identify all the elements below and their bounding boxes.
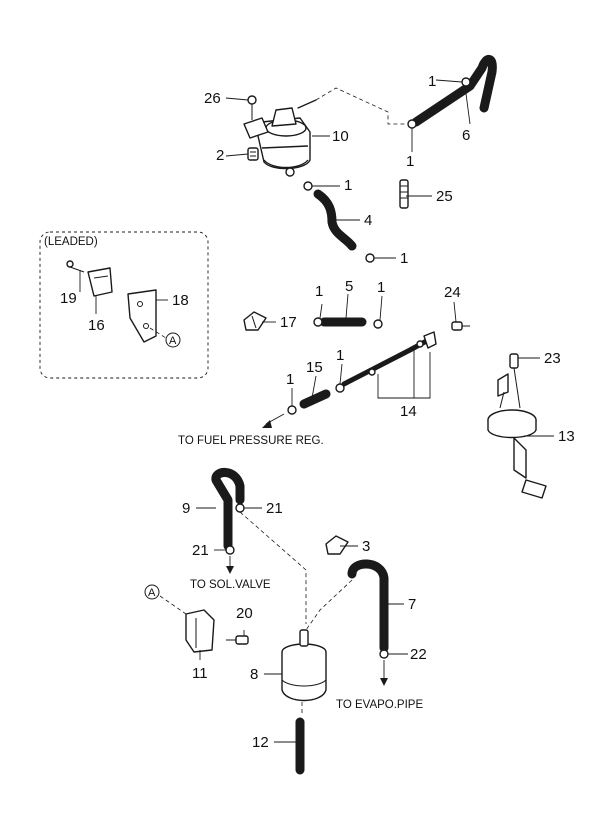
part-8-filter <box>281 629 327 702</box>
callout-2: 2 <box>216 147 224 164</box>
callout-21-bottom: 21 <box>192 542 209 559</box>
leader-lines <box>79 79 554 743</box>
part-9-hose <box>211 468 245 555</box>
hose-9-route <box>239 511 307 624</box>
callout-3: 3 <box>362 538 370 555</box>
part-12-hose <box>295 717 305 775</box>
part-18-plate <box>127 289 157 343</box>
callout-1-clamp-hose15: 1 <box>286 371 294 388</box>
part-15-hose <box>287 383 345 415</box>
callout-15: 15 <box>306 359 323 376</box>
part-14-pipe-assembly <box>341 331 437 399</box>
callout-19: 19 <box>60 290 77 307</box>
part-16-bracket <box>66 260 113 297</box>
callout-1-clamp-pipe: 1 <box>336 347 344 364</box>
callout-1-hose-clamp-mid: 1 <box>344 177 352 194</box>
callout-9: 9 <box>182 500 190 517</box>
callout-1-hose-clamp-top: 1 <box>428 73 436 90</box>
part-6-upper-hose <box>407 55 497 129</box>
part-3-clip <box>325 535 349 555</box>
callout-1-hose-clamp-upper: 1 <box>406 153 414 170</box>
evapo-arrow-head <box>380 678 388 686</box>
callout-22: 22 <box>410 646 427 663</box>
leaded-box-label: (LEADED) <box>44 236 98 248</box>
ref-marker-circle-a2 <box>144 584 160 600</box>
ref-marker-circle-a1 <box>165 332 181 348</box>
callout-12: 12 <box>252 734 269 751</box>
callout-18: 18 <box>172 292 189 309</box>
callout-24: 24 <box>444 284 461 301</box>
note-sol-valve: TO SOL.VALVE <box>190 579 271 591</box>
callout-21-top: 21 <box>266 500 283 517</box>
part-24-bolt <box>451 321 470 331</box>
callout-26: 26 <box>204 90 221 107</box>
callout-17: 17 <box>280 314 297 331</box>
callout-14: 14 <box>400 403 417 420</box>
hose-7-route <box>305 579 353 631</box>
callout-1-clamp-right: 1 <box>377 279 385 296</box>
ref-a2-leader <box>159 595 187 615</box>
part-13-pump-assembly <box>487 353 547 499</box>
callout-numbers: 1 6 1 26 10 2 1 25 4 1 19 16 18 1 5 1 24… <box>60 73 575 751</box>
fuel-pressure-arrow-head <box>262 420 272 428</box>
upper-hose-route <box>315 87 408 125</box>
part-2-fitting <box>247 147 259 161</box>
ref-a1-leader <box>149 327 167 339</box>
callout-25: 25 <box>436 188 453 205</box>
callout-11: 11 <box>192 665 208 682</box>
leaded-option-box <box>39 231 209 379</box>
callout-1-clamp-left: 1 <box>315 283 323 300</box>
callout-16: 16 <box>88 317 105 334</box>
callout-20: 20 <box>236 605 253 622</box>
part-7-hose <box>347 559 389 659</box>
note-fuel-pressure-reg: TO FUEL PRESSURE REG. <box>178 435 324 447</box>
callout-7: 7 <box>408 596 416 613</box>
ref-marker-a1: A <box>169 335 177 347</box>
ref-marker-a2: A <box>148 587 156 599</box>
part-25-bolt <box>399 179 409 209</box>
callout-10: 10 <box>332 128 349 145</box>
callout-1-hose-clamp-lower: 1 <box>400 250 408 267</box>
callout-8: 8 <box>250 666 258 683</box>
part-11-bracket <box>185 609 215 653</box>
callout-5: 5 <box>345 278 353 295</box>
note-evapo-pipe: TO EVAPO.PIPE <box>336 699 423 711</box>
callout-6: 6 <box>462 127 470 144</box>
part-17-clip <box>243 311 267 331</box>
part-20-bolt <box>226 635 249 645</box>
callout-23: 23 <box>544 350 561 367</box>
part-10-canister <box>243 95 317 177</box>
callout-13: 13 <box>558 428 575 445</box>
callout-4: 4 <box>364 212 372 229</box>
part-5-short-hose <box>313 317 383 329</box>
sol-valve-arrow-head <box>226 566 234 574</box>
